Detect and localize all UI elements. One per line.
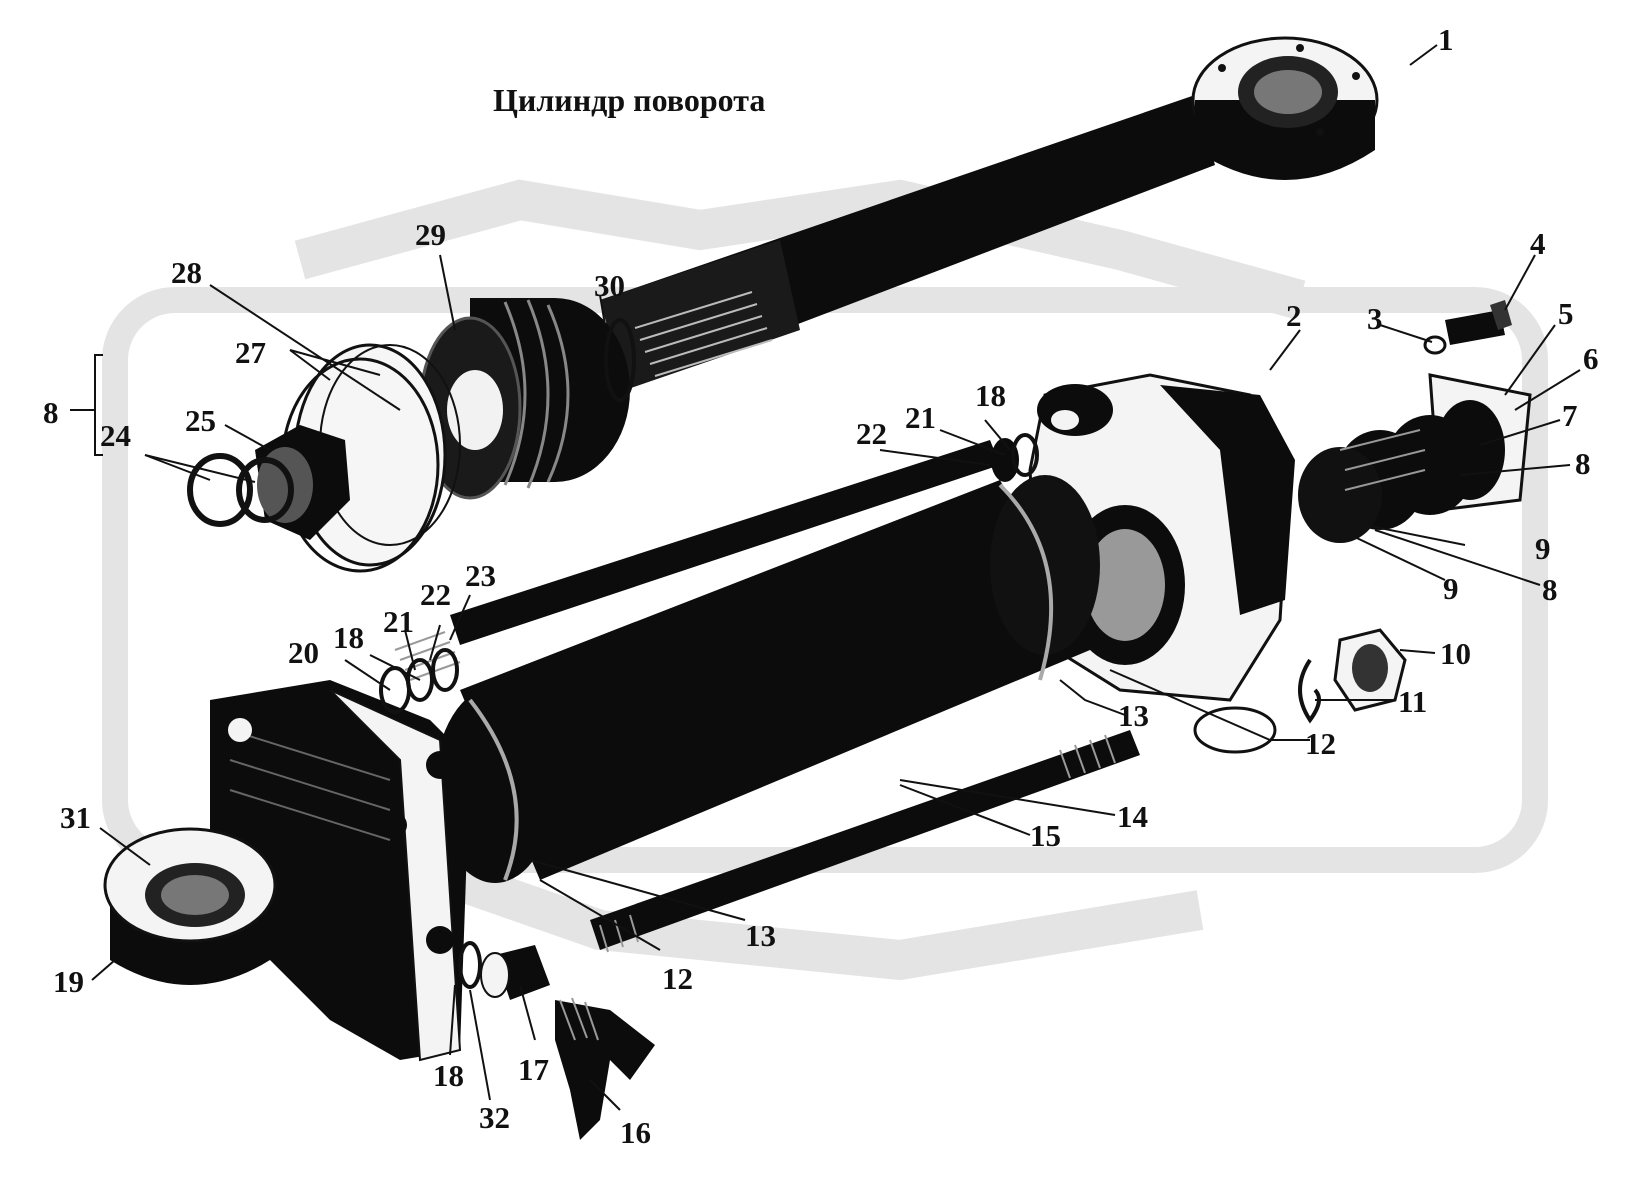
callout-24: 24 bbox=[100, 418, 131, 453]
callout-8-rear-top: 8 bbox=[1575, 446, 1591, 481]
callout-11: 11 bbox=[1398, 684, 1428, 719]
tie-rod-thread bbox=[394, 631, 461, 681]
rod-thread bbox=[634, 291, 773, 377]
callout-19: 19 bbox=[53, 964, 84, 999]
ring-cluster-front bbox=[379, 648, 459, 714]
nut-25 bbox=[255, 425, 350, 540]
callout-9-bottom: 9 bbox=[1443, 571, 1459, 606]
callout-12-front: 12 bbox=[662, 961, 693, 996]
callout-18-rear: 18 bbox=[975, 378, 1006, 413]
callout-12-rear: 12 bbox=[1305, 726, 1336, 761]
callout-13-rear: 13 bbox=[1118, 698, 1149, 733]
callout-30: 30 bbox=[594, 268, 625, 303]
tie-rod-upper bbox=[450, 440, 1000, 645]
callout-2: 2 bbox=[1286, 298, 1302, 333]
rear-head-2 bbox=[1028, 373, 1295, 702]
piston bbox=[418, 298, 630, 500]
callout-15: 15 bbox=[1030, 818, 1061, 853]
callout-22-front: 22 bbox=[420, 577, 451, 612]
callout-5: 5 bbox=[1558, 296, 1574, 331]
tie-rod-14 bbox=[590, 730, 1140, 950]
callout-23: 23 bbox=[465, 558, 496, 593]
ring-cluster-rear bbox=[991, 433, 1039, 482]
callout-21-rear: 21 bbox=[905, 400, 936, 435]
callout-20: 20 bbox=[288, 635, 319, 670]
callout-18-front: 18 bbox=[333, 620, 364, 655]
callout-25: 25 bbox=[185, 403, 216, 438]
ring-12 bbox=[1193, 706, 1277, 754]
snap-ring-30 bbox=[604, 318, 636, 402]
callout-14: 14 bbox=[1117, 799, 1148, 834]
callout-3: 3 bbox=[1367, 301, 1383, 336]
rod-assembly bbox=[600, 36, 1379, 390]
callout-8-rear-bottom: 8 bbox=[1542, 572, 1558, 607]
callout-1: 1 bbox=[1438, 22, 1454, 57]
callout-18-bottom: 18 bbox=[433, 1058, 464, 1093]
seal-24b bbox=[236, 457, 294, 523]
cotter-pin-11 bbox=[1298, 658, 1321, 724]
callout-13-front: 13 bbox=[745, 918, 776, 953]
callout-4: 4 bbox=[1530, 226, 1546, 261]
elbow-16 bbox=[555, 997, 655, 1140]
callout-8-group: 8 bbox=[43, 395, 59, 430]
callout-17: 17 bbox=[518, 1052, 549, 1087]
callout-6: 6 bbox=[1583, 341, 1599, 376]
nut-10 bbox=[1333, 628, 1407, 712]
callout-22-rear: 22 bbox=[856, 416, 887, 451]
diagram-title: Цилиндр поворота bbox=[493, 82, 766, 118]
fitting-17 bbox=[480, 945, 550, 1000]
rear-seal-stack bbox=[1298, 373, 1532, 543]
callout-7: 7 bbox=[1562, 398, 1578, 433]
washer-3 bbox=[1423, 335, 1447, 355]
callout-29: 29 bbox=[415, 217, 446, 252]
callout-32: 32 bbox=[479, 1100, 510, 1135]
callout-16: 16 bbox=[620, 1115, 651, 1150]
callout-21-front: 21 bbox=[383, 604, 414, 639]
callout-27: 27 bbox=[235, 335, 266, 370]
callout-9-top: 9 bbox=[1535, 531, 1551, 566]
callout-10: 10 bbox=[1440, 636, 1471, 671]
washer-32 bbox=[458, 941, 482, 989]
callout-28: 28 bbox=[171, 255, 202, 290]
seal-24 bbox=[187, 453, 253, 527]
callout-31: 31 bbox=[60, 800, 91, 835]
leader-lines bbox=[70, 44, 1581, 1111]
front-head-19 bbox=[103, 680, 470, 1062]
